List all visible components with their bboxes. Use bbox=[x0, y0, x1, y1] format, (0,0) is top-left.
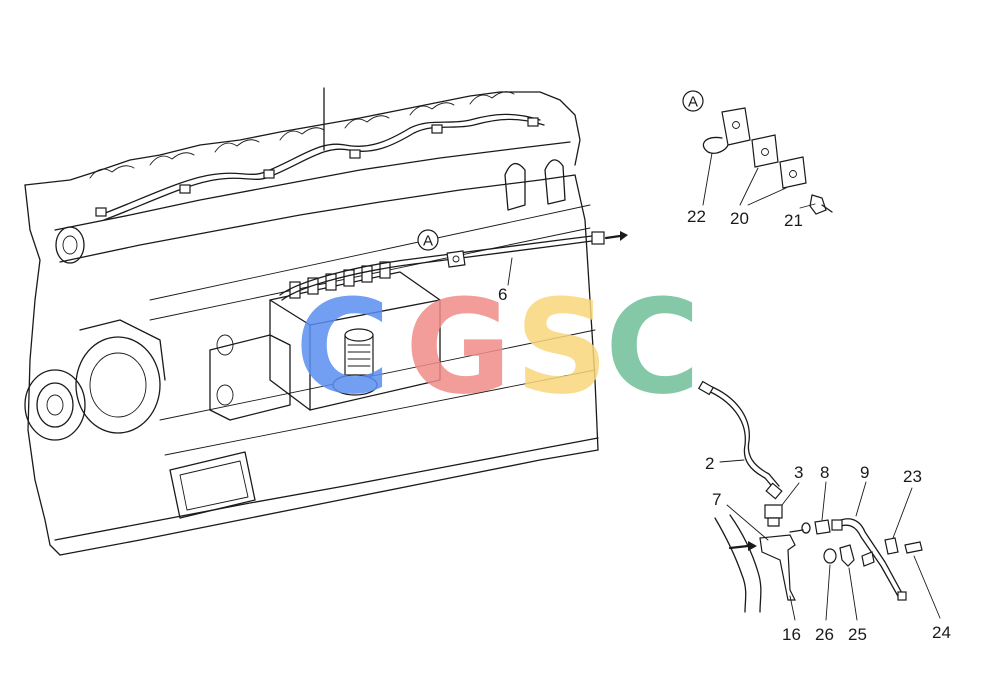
detail-a-clip-set bbox=[702, 107, 833, 215]
label-part-7: 7 bbox=[712, 490, 721, 509]
part-26-washer bbox=[823, 548, 837, 621]
part-26-extra bbox=[861, 551, 875, 567]
label-part-9: 9 bbox=[860, 463, 869, 482]
detail-a-leaders bbox=[702, 152, 816, 209]
part-7-16-bracket bbox=[714, 504, 796, 621]
label-part-25: 25 bbox=[848, 625, 867, 644]
engine-block bbox=[24, 87, 599, 556]
label-part-21: 21 bbox=[784, 211, 803, 230]
part-3-connector bbox=[764, 482, 800, 527]
callout-a-top-label: A bbox=[688, 94, 698, 111]
part-8-nut bbox=[789, 481, 831, 535]
leader-2 bbox=[719, 459, 745, 463]
label-part-3: 3 bbox=[794, 463, 803, 482]
label-part-8: 8 bbox=[820, 463, 829, 482]
callout-a-engine: A bbox=[417, 229, 439, 251]
watermark-letter-3: S bbox=[515, 271, 609, 423]
injection-pipes bbox=[95, 113, 545, 221]
label-part-20: 20 bbox=[730, 209, 749, 228]
watermark-letter-4: C bbox=[605, 271, 700, 423]
pipe-6 bbox=[279, 231, 628, 301]
part-23-fitting bbox=[884, 487, 913, 555]
part-9-pipe bbox=[831, 481, 907, 601]
label-part-24: 24 bbox=[932, 623, 951, 642]
watermark-letter-2: G bbox=[405, 271, 512, 423]
pipe-2 bbox=[697, 380, 783, 500]
callout-a-engine-label: A bbox=[423, 233, 433, 250]
part-24-bolt bbox=[904, 541, 941, 619]
leader-6 bbox=[507, 257, 513, 286]
label-part-26: 26 bbox=[815, 625, 834, 644]
watermark-letter-1: C bbox=[295, 271, 390, 423]
label-part-6: 6 bbox=[498, 285, 507, 304]
watermark-logo: C G S C bbox=[295, 271, 700, 423]
label-part-22: 22 bbox=[687, 207, 706, 226]
part-25-clip bbox=[839, 544, 858, 621]
callout-a-top: A bbox=[682, 90, 704, 112]
label-part-2: 2 bbox=[705, 454, 714, 473]
label-part-23: 23 bbox=[903, 467, 922, 486]
label-part-16: 16 bbox=[782, 625, 801, 644]
